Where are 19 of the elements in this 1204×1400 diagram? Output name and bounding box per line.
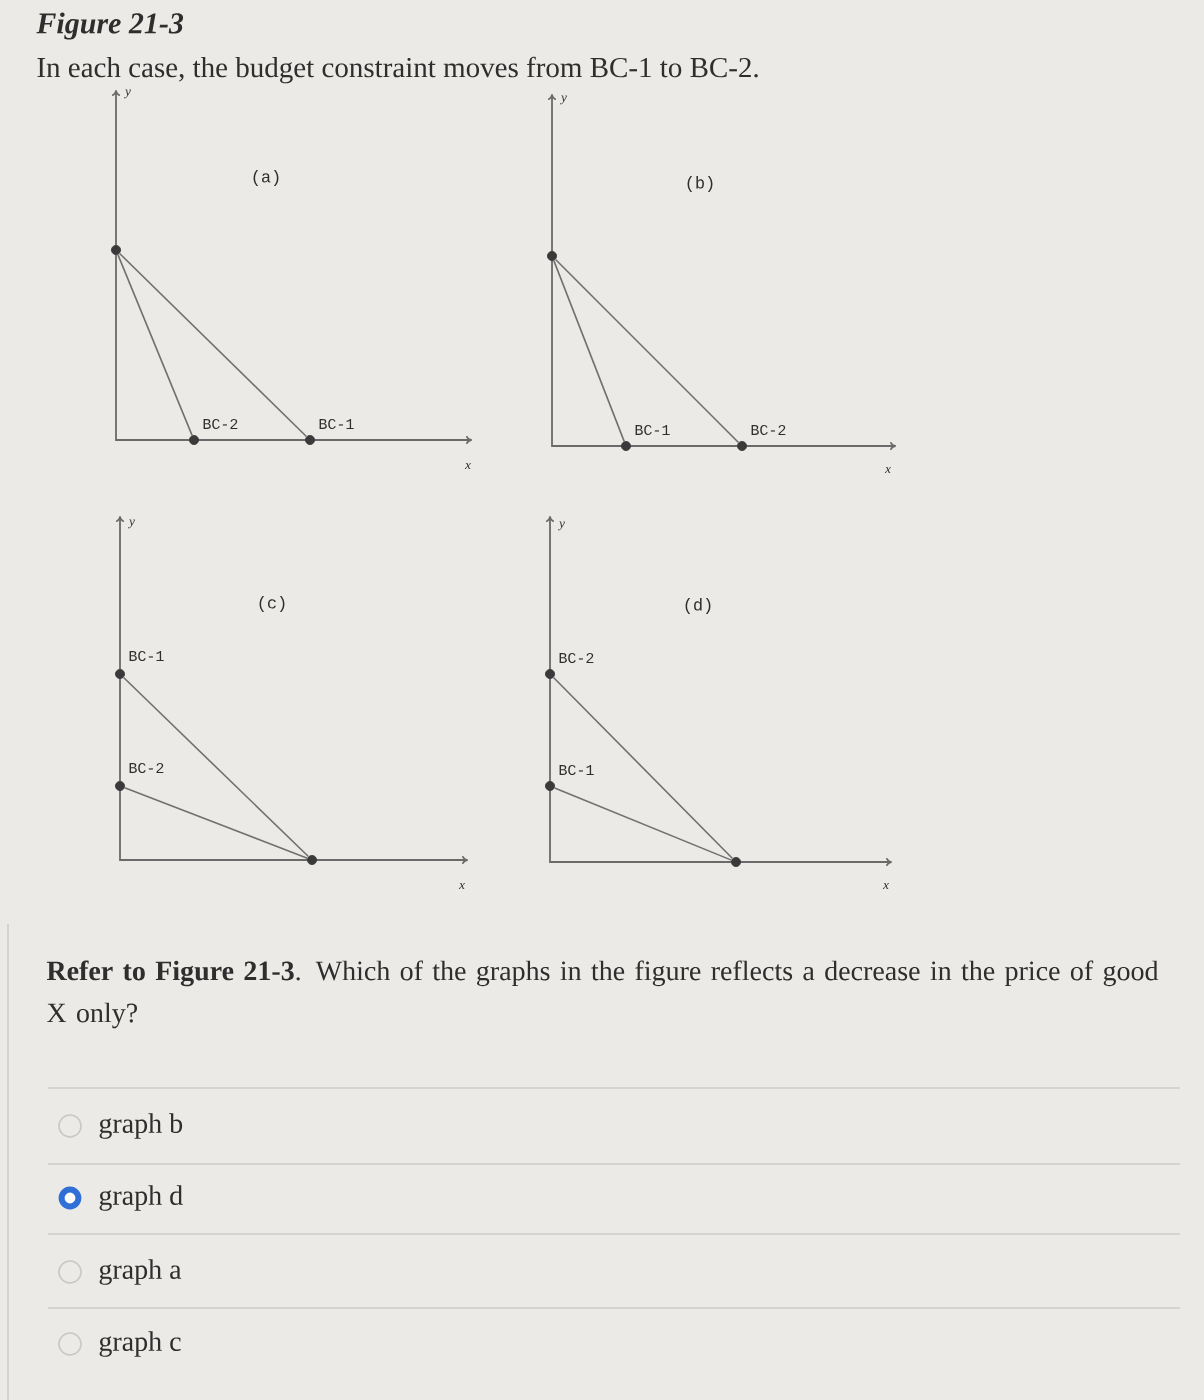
option-label: graph b [99, 1113, 183, 1139]
budget-line [552, 676, 734, 860]
budget-line [117, 253, 193, 437]
option-label: graph c [99, 1331, 181, 1357]
caption: In each case, the budget constraint moves from BC-1 to BC-2. [37, 56, 758, 84]
panel-label: (d) [685, 598, 711, 614]
panel-label: (a) [253, 170, 279, 186]
panel-label: (c) [259, 596, 285, 612]
budget-line [554, 258, 740, 444]
budget-line [553, 787, 733, 861]
budget-line [123, 787, 309, 859]
panel-label: (b) [687, 176, 713, 192]
question-text: Refer to Figure 21-3. Which of the graphs in the figure reflects a decrease in the price of good X only? [46, 960, 1159, 1029]
budget-line [122, 676, 310, 858]
option-label: graph d [99, 1185, 183, 1211]
budget-line [118, 252, 308, 438]
option-label: graph a [99, 1259, 182, 1285]
budget-line [553, 259, 625, 443]
figure-title: Figure 21-3 [36, 12, 184, 40]
